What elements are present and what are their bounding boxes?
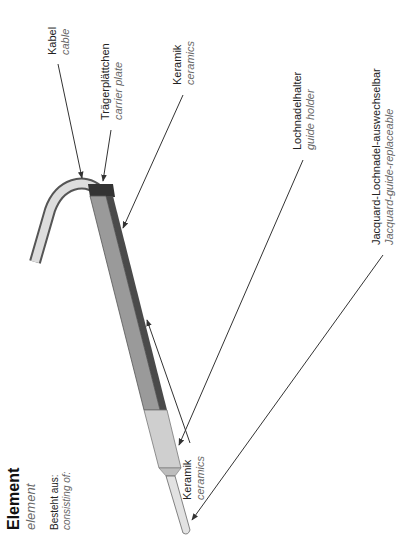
part-name: Jacquard-Lochnadel-auswechselbar	[369, 68, 383, 245]
guide-holder-taper	[159, 468, 181, 476]
carrier-plate	[88, 184, 115, 197]
part-name-translation: ceramics	[183, 41, 197, 85]
part-name: Keramik	[180, 460, 194, 500]
leader-lines	[58, 64, 383, 520]
part-name-translation: cable	[58, 29, 72, 55]
part-name-translation: carrier plate	[111, 62, 125, 120]
ceramic-side	[106, 196, 167, 410]
title-translation: element	[23, 484, 39, 530]
title: Element	[4, 468, 23, 530]
cable	[35, 184, 98, 262]
guide-holder	[144, 410, 181, 468]
part-name: Lochnadelhalter	[290, 72, 304, 150]
part-name-translation: Jacquard-guide-replaceable	[382, 109, 396, 245]
subtitle: Besteht aus:	[48, 474, 61, 530]
part-name-translation: guide holder	[303, 89, 317, 150]
part-name-translation: ceramics	[193, 456, 207, 500]
ceramic-face	[90, 196, 160, 410]
part-name: Kabel	[45, 27, 59, 55]
subtitle-translation: consisting of:	[60, 472, 73, 530]
part-name: Keramik	[170, 45, 184, 85]
part-name: Trägerplättchen	[98, 43, 112, 120]
